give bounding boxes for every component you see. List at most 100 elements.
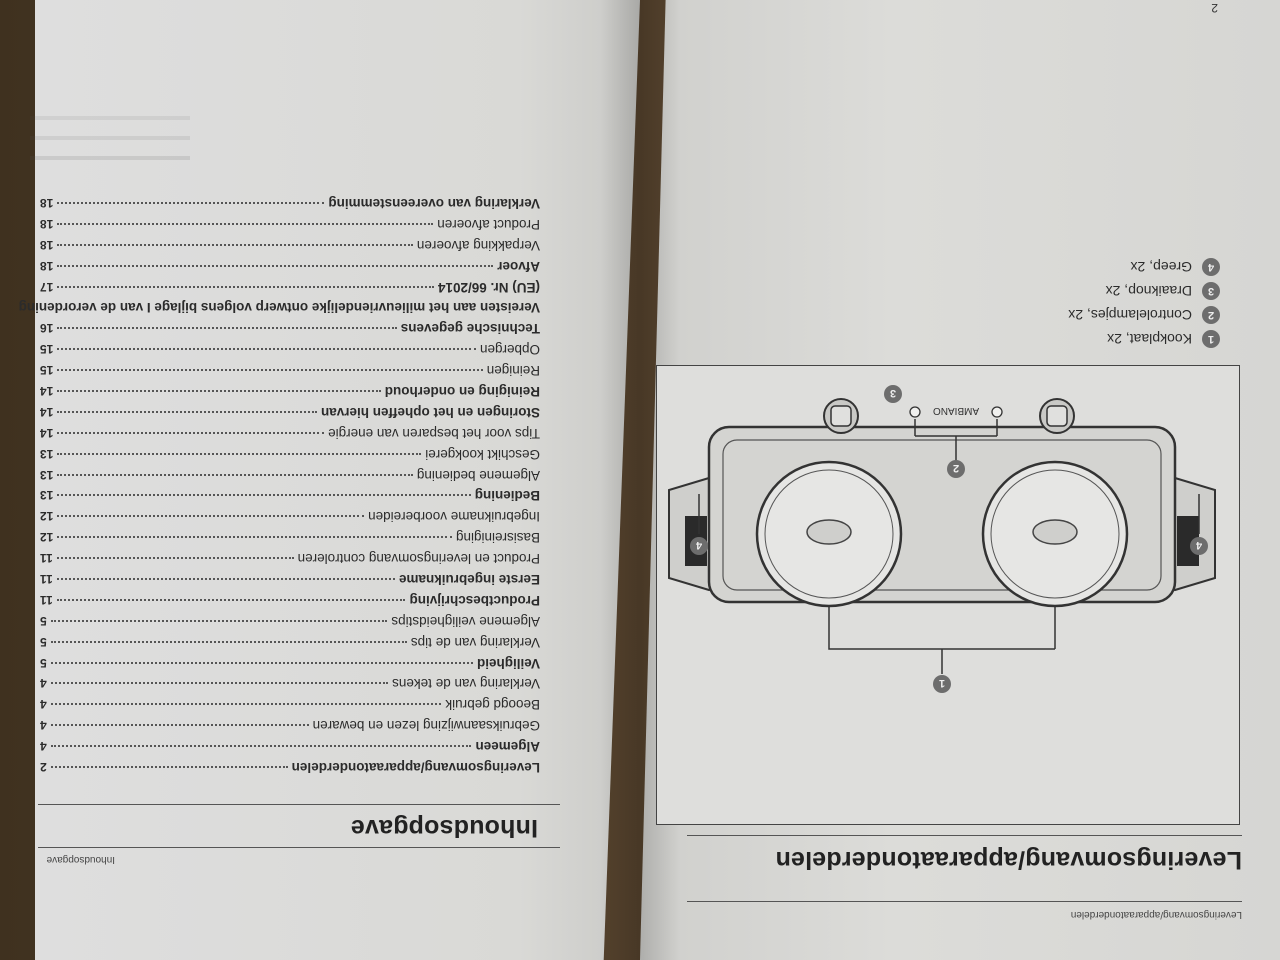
leader-4 [698, 494, 1200, 534]
toc-entry-label: Productbeschrijving [409, 592, 540, 608]
left-handle-grip [1177, 516, 1199, 566]
toc-entry: Verklaring van de tekens 4 [40, 671, 540, 692]
toc-entry-label: Storingen en het opheffen hiervan [320, 404, 540, 420]
toc-entry-label: Opbergen [479, 342, 540, 358]
leader-1 [828, 606, 1056, 674]
toc-leader-dots [50, 619, 388, 623]
svg-text:4: 4 [1195, 539, 1202, 551]
toc-entry-page: 5 [40, 655, 47, 670]
leader-2-stub [914, 419, 998, 464]
toc-leader-dots [50, 745, 472, 749]
legend-item-3: 3 Draaiknop, 2x [1106, 282, 1220, 300]
right-page-heading: Inhoudsopgave [350, 814, 538, 842]
toc-leader-dots [57, 285, 434, 289]
svg-text:1: 1 [939, 677, 945, 689]
legend-label-1: Kookplaat, 2x [1107, 331, 1192, 347]
toc-entry-label: Technische gegevens [400, 321, 540, 337]
left-page-heading: Leveringsomvang/apparaatonderdelen [775, 846, 1242, 874]
toc-entry: Product en leveringsomvang controleren 11 [40, 545, 540, 566]
toc-entry-label: Leveringsomvang/apparaatonderdelen [291, 760, 540, 775]
toc-leader-dots [50, 640, 407, 644]
brand-label: AMBIANO [933, 405, 979, 416]
toc-entry-page: 16 [40, 321, 54, 336]
toc-entry-page: 5 [40, 613, 47, 628]
toc-entry-label: Algemeen [475, 739, 540, 755]
toc-entry-page: 17 [40, 279, 54, 294]
toc-entry-page: 18 [40, 258, 54, 273]
right-heading-rule [38, 804, 560, 805]
legend-num-4: 4 [1202, 258, 1220, 276]
toc-entry-label: Product afvoeren [437, 216, 540, 232]
toc-entry-page: 15 [40, 342, 54, 357]
toc-entry-label: Bediening [474, 488, 540, 504]
toc-entry-label: Verklaring van de tekens [392, 676, 540, 692]
svg-text:4: 4 [695, 539, 702, 551]
toc-entry-page: 18 [40, 195, 54, 210]
legend-num-3: 3 [1202, 282, 1220, 300]
left-running-head: Leveringsomvang/apparaatonderdelen [1070, 909, 1242, 920]
svg-text:2: 2 [953, 462, 959, 474]
toc-leader-dots [50, 682, 389, 686]
toc-entry-page: 15 [40, 363, 54, 378]
toc-leader-dots [50, 661, 473, 665]
toc-entry: Algemene bediening 13 [40, 462, 540, 483]
toc-entry: Veiligheid 5 [40, 650, 540, 671]
toc-leader-dots [57, 473, 413, 477]
toc-entry-label: Algemene bediening [416, 467, 540, 483]
right-head-rule [38, 847, 560, 848]
right-knob [823, 398, 859, 434]
toc-entry: Afvoer 18 [40, 253, 540, 274]
toc-entry-label: Reiniging en onderhoud [384, 383, 540, 399]
toc-entry-label: Tips voor het besparen van energie [328, 425, 540, 441]
right-running-head: Inhoudsopgave [46, 854, 115, 865]
toc-leader-dots [50, 724, 309, 728]
toc-entry-label: Afvoer [497, 258, 540, 274]
toc-leader-dots [57, 410, 317, 414]
control-lamp-left [991, 406, 1003, 418]
toc-entry-page: 13 [40, 488, 54, 503]
legend-num-1: 1 [1202, 330, 1220, 348]
legend-label-2: Controlelampjes, 2x [1068, 307, 1192, 323]
left-page-number: 2 [1211, 1, 1218, 15]
left-head-rule [687, 901, 1242, 902]
toc-leader-dots [57, 264, 494, 268]
legend-label-4: Greep, 2x [1130, 259, 1192, 275]
toc-entry: Technische gegevens 16 [40, 315, 540, 336]
toc-entry-label: Veiligheid [476, 655, 540, 671]
toc-entry-label: Gebruiksaanwijzing lezen en bewaren [312, 718, 540, 734]
toc-leader-dots [56, 577, 395, 581]
toc-leader-dots [57, 452, 422, 456]
toc-entry: Leveringsomvang/apparaatonderdelen 2 [40, 754, 540, 775]
toc-entry-page: 4 [40, 697, 47, 712]
toc-leader-dots [57, 536, 452, 540]
toc-entry-label: Algemene veiligheidstips [391, 613, 540, 629]
toc-entry: Vereisten aan het milieuvriendelijke ont… [19, 295, 540, 315]
table-of-contents: Leveringsomvang/apparaatonderdelen 2 Algem… [19, 190, 540, 775]
toc-entry-page: 13 [40, 446, 54, 461]
toc-entry-label: Reinigen [486, 363, 540, 379]
toc-entry-page: 14 [40, 383, 54, 398]
toc-leader-dots [57, 243, 413, 247]
legend-label-3: Draaiknop, 2x [1105, 283, 1192, 299]
toc-entry-page: 4 [40, 676, 47, 691]
toc-leader-dots [57, 327, 397, 331]
toc-entry-page: 18 [40, 237, 54, 252]
show-through-text [30, 106, 190, 160]
toc-leader-dots [57, 431, 325, 435]
toc-leader-dots [50, 766, 288, 769]
toc-entry-label: Product en leveringsomvang controleren [297, 551, 540, 567]
toc-entry-page: 2 [40, 760, 47, 774]
toc-leader-dots [56, 598, 406, 602]
toc-entry: Opbergen 15 [40, 336, 540, 357]
toc-leader-dots [57, 201, 325, 205]
toc-entry-page: 11 [40, 551, 53, 566]
toc-entry-page: 13 [40, 467, 54, 482]
